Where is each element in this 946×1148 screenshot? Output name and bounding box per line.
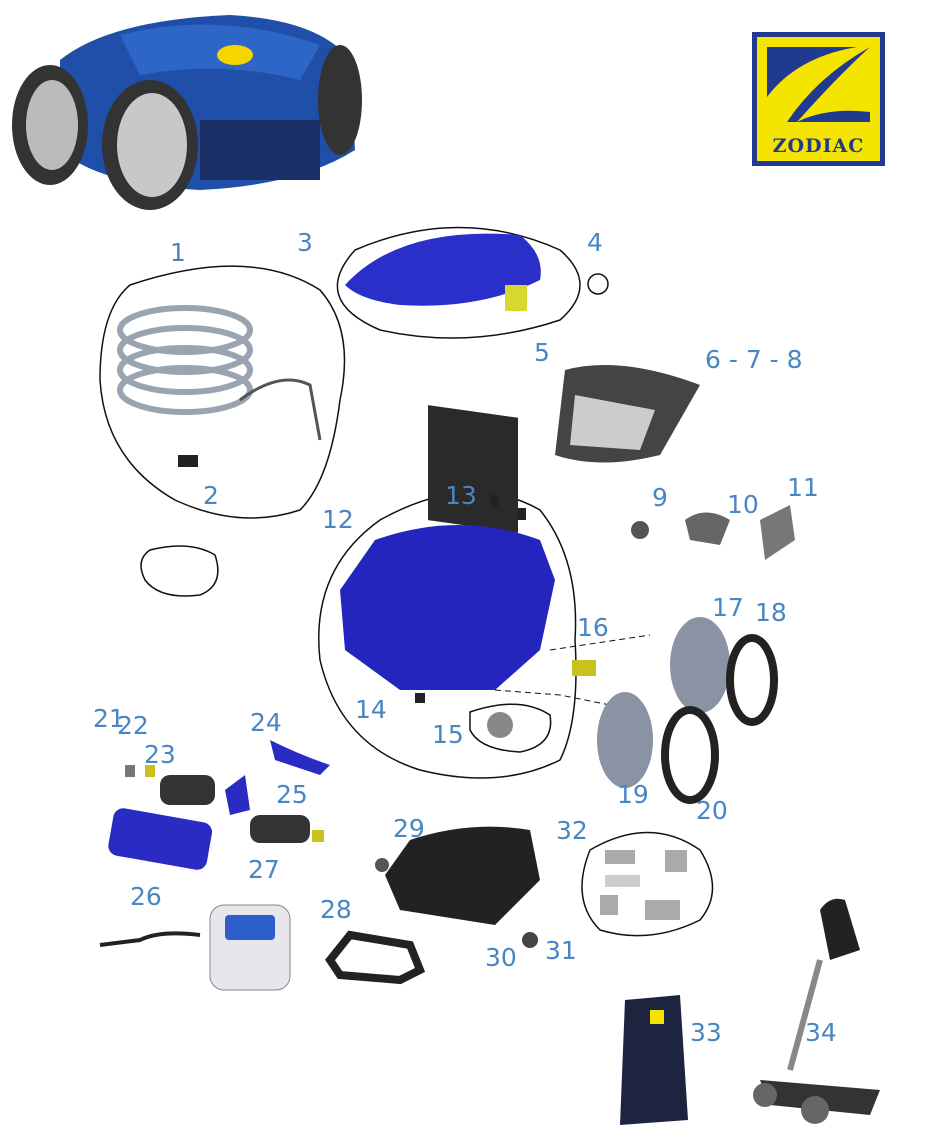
part-label-19[interactable]: 19 xyxy=(617,780,649,809)
part-label-21[interactable]: 21 xyxy=(93,704,125,733)
part-label-28[interactable]: 28 xyxy=(320,895,352,924)
part-label-10[interactable]: 10 xyxy=(727,490,759,519)
part-label-20[interactable]: 20 xyxy=(696,796,728,825)
part-label-32[interactable]: 32 xyxy=(556,816,588,845)
part-label-25[interactable]: 25 xyxy=(276,780,308,809)
part-artwork xyxy=(99,233,880,1125)
part-label-30[interactable]: 30 xyxy=(485,943,517,972)
part-label-2[interactable]: 2 xyxy=(203,481,219,510)
outline-hose-group xyxy=(99,265,346,519)
part-label-1[interactable]: 1 xyxy=(170,238,186,267)
part-label-26[interactable]: 26 xyxy=(130,882,162,911)
part-label-23[interactable]: 23 xyxy=(144,740,176,769)
part-label-12[interactable]: 12 xyxy=(322,505,354,534)
part-label-13[interactable]: 13 xyxy=(445,481,477,510)
part-label-24[interactable]: 24 xyxy=(250,708,282,737)
part-label-16[interactable]: 16 xyxy=(577,613,609,642)
zodiac-logo: ZODIAC xyxy=(752,32,885,166)
part-label-17[interactable]: 17 xyxy=(712,593,744,622)
part-label-3[interactable]: 3 xyxy=(297,228,313,257)
part-label-29[interactable]: 29 xyxy=(393,814,425,843)
group-outlines xyxy=(99,226,714,937)
part-label-33[interactable]: 33 xyxy=(690,1018,722,1047)
outline-cover-group xyxy=(336,226,581,339)
part-label-27[interactable]: 27 xyxy=(248,855,280,884)
part-label-11[interactable]: 11 xyxy=(787,473,819,502)
robot-cleaner-image xyxy=(12,15,362,210)
part-label-34[interactable]: 34 xyxy=(805,1018,837,1047)
outline-part-32 xyxy=(581,831,714,937)
zodiac-logo-text: ZODIAC xyxy=(772,135,865,157)
part-label-22[interactable]: 22 xyxy=(117,711,149,740)
zodiac-z-mark xyxy=(767,47,870,122)
part-label-9[interactable]: 9 xyxy=(652,483,668,512)
part-label-5[interactable]: 5 xyxy=(534,338,550,367)
part-label-4[interactable]: 4 xyxy=(587,228,603,257)
part-label-14[interactable]: 14 xyxy=(355,695,387,724)
outline-part-15 xyxy=(469,703,552,753)
part-label-15[interactable]: 15 xyxy=(432,720,464,749)
outline-part-4 xyxy=(587,273,609,295)
outline-clips-group xyxy=(140,545,219,597)
outline-body-group xyxy=(318,491,577,779)
part-label-31[interactable]: 31 xyxy=(545,936,577,965)
part-label-18[interactable]: 18 xyxy=(755,598,787,627)
part-label-6-7-8[interactable]: 6 - 7 - 8 xyxy=(705,345,803,374)
